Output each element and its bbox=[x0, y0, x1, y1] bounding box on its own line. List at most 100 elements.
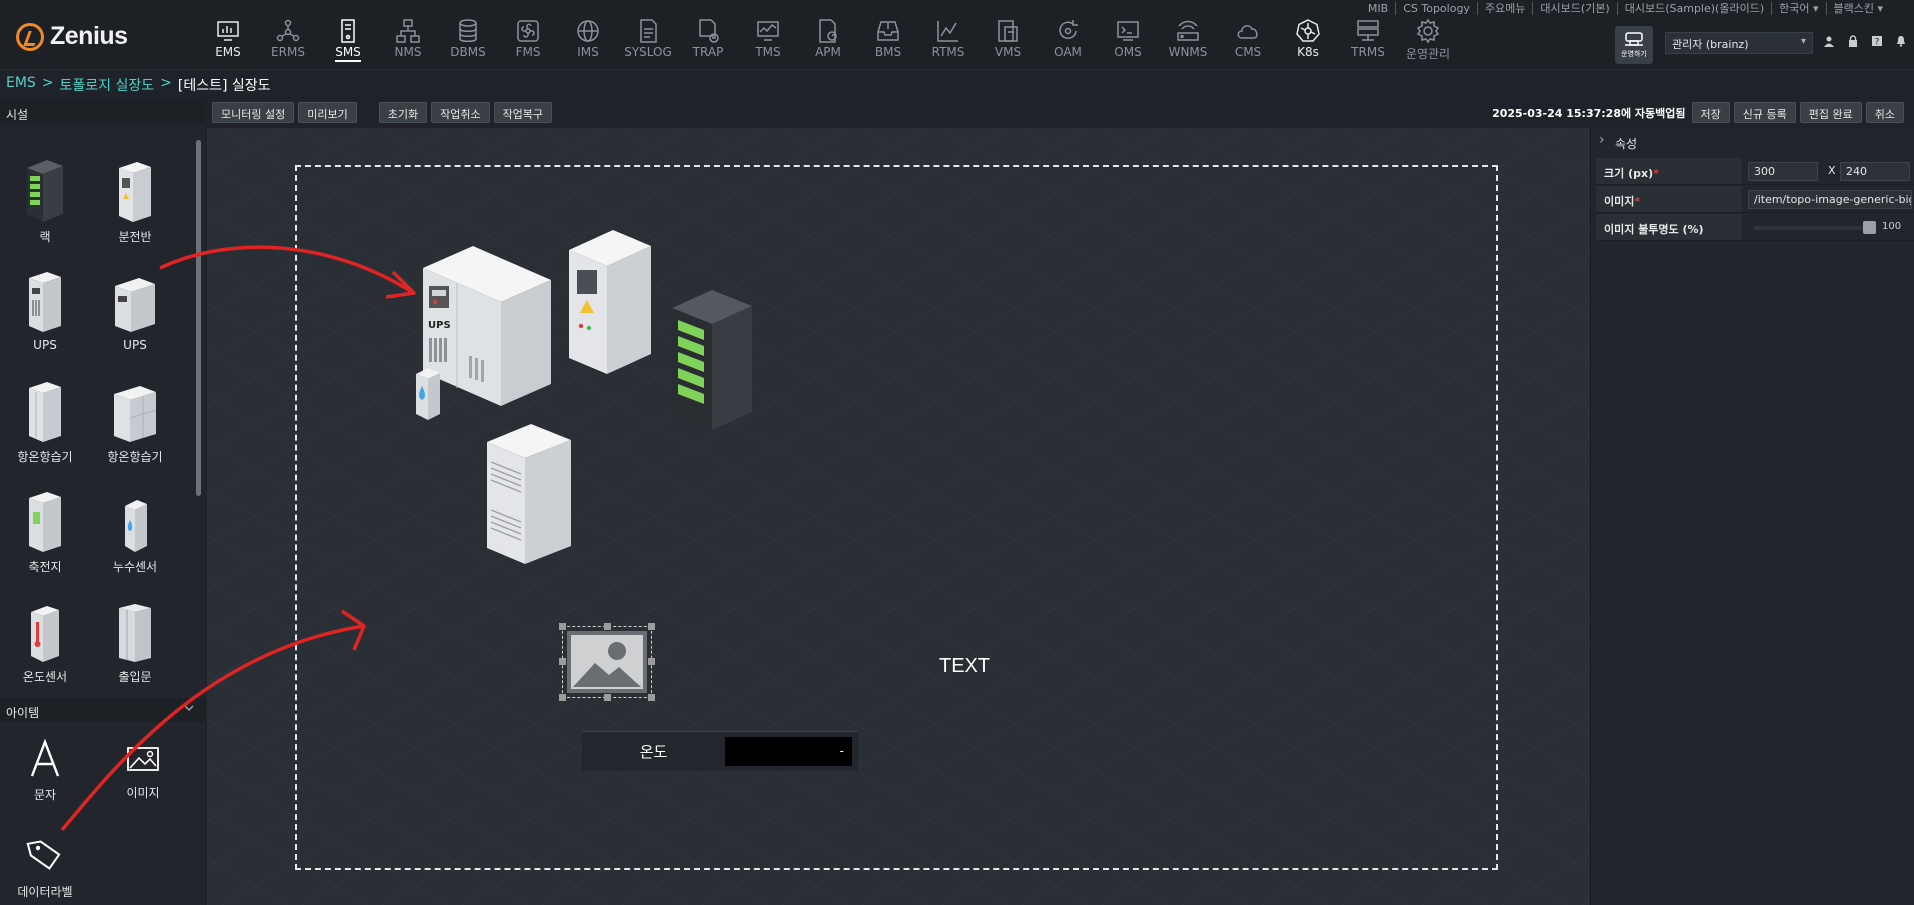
menu-item-erms[interactable]: ERMS bbox=[258, 18, 318, 64]
menu-item-ems[interactable]: EMS bbox=[198, 18, 258, 64]
size-height-input[interactable]: 240 bbox=[1840, 162, 1910, 181]
operate-button[interactable]: 운영하기 bbox=[1615, 26, 1653, 64]
resize-handle[interactable] bbox=[648, 658, 655, 665]
menu-item-운영관리[interactable]: 운영관리 bbox=[1398, 18, 1458, 64]
svg-text:?: ? bbox=[1875, 38, 1880, 48]
menu-item-wnms[interactable]: WNMS bbox=[1158, 18, 1218, 64]
cancel-button[interactable]: 취소 bbox=[1865, 102, 1904, 123]
menu-item-apm[interactable]: APM bbox=[798, 18, 858, 64]
reset-button[interactable]: 초기화 bbox=[378, 102, 428, 123]
preview-button[interactable]: 미리보기 bbox=[298, 102, 357, 123]
canvas-leak-sensor[interactable] bbox=[414, 366, 444, 422]
menu-item-trms[interactable]: TRMS bbox=[1338, 18, 1398, 64]
top-link[interactable]: 한국어 ▾ bbox=[1771, 2, 1825, 15]
menu-item-nms[interactable]: NMS bbox=[378, 18, 438, 64]
lock-icon[interactable] bbox=[1846, 34, 1860, 48]
user-icon[interactable] bbox=[1822, 34, 1836, 48]
topology-canvas[interactable]: UPS bbox=[207, 128, 1590, 905]
facility-item-leak-sensor[interactable]: 누수센서 bbox=[90, 474, 180, 575]
item-text[interactable]: 문자 bbox=[0, 738, 90, 803]
facility-item-rack[interactable]: 랙 bbox=[0, 144, 90, 245]
top-link[interactable]: MIB bbox=[1367, 2, 1389, 15]
new-register-button[interactable]: 신규 등록 bbox=[1733, 102, 1796, 123]
redo-button[interactable]: 작업복구 bbox=[493, 102, 553, 123]
top-link[interactable]: 주요메뉴 bbox=[1476, 2, 1532, 15]
facility-item-temperature-sensor[interactable]: 온도센서 bbox=[0, 584, 90, 685]
save-button[interactable]: 저장 bbox=[1691, 102, 1730, 123]
notification-icon[interactable] bbox=[1894, 34, 1908, 48]
menu-item-label: FMS bbox=[515, 45, 541, 59]
facility-scrollbar[interactable] bbox=[196, 140, 201, 496]
canvas-distribution-panel[interactable] bbox=[567, 226, 655, 376]
canvas-text-item[interactable]: TEXT bbox=[939, 655, 991, 677]
top-link[interactable]: 블랙스킨 ▾ bbox=[1825, 2, 1891, 15]
menu-item-dbms[interactable]: DBMS bbox=[438, 18, 498, 64]
menu-item-syslog[interactable]: SYSLOG bbox=[618, 18, 678, 64]
facility-item-distribution-panel[interactable]: 분전반 bbox=[90, 144, 180, 245]
top-link[interactable]: CS Topology bbox=[1395, 2, 1477, 15]
menu-item-vms[interactable]: VMS bbox=[978, 18, 1038, 64]
breadcrumb-root[interactable]: EMS bbox=[6, 75, 36, 91]
facility-item-crac-wide[interactable]: 항온항습기 bbox=[90, 364, 180, 465]
opacity-slider[interactable] bbox=[1754, 226, 1872, 230]
facility-item-crac[interactable]: 항온항습기 bbox=[0, 364, 90, 465]
resize-handle[interactable] bbox=[604, 694, 611, 701]
facility-item-label: 온도센서 bbox=[22, 670, 68, 684]
menu-item-rtms[interactable]: RTMS bbox=[918, 18, 978, 64]
canvas-ups-device[interactable]: UPS bbox=[421, 238, 561, 408]
property-panel-title[interactable]: 속성 bbox=[1591, 128, 1914, 156]
top-link[interactable]: 대시보드(Sample)(올라이드) bbox=[1616, 2, 1771, 15]
image-icon bbox=[127, 747, 159, 771]
help-icon[interactable]: ? bbox=[1870, 34, 1884, 48]
rack-icon bbox=[27, 160, 63, 222]
breadcrumb-mid[interactable]: 토폴로지 실장도 bbox=[59, 78, 155, 94]
resize-handle[interactable] bbox=[559, 658, 566, 665]
menu-item-label: CMS bbox=[1234, 45, 1262, 59]
size-width-input[interactable]: 300 bbox=[1748, 162, 1818, 181]
undo-button[interactable]: 작업취소 bbox=[431, 102, 490, 123]
layout-draw-area[interactable] bbox=[295, 165, 1498, 870]
menu-item-label: EMS bbox=[215, 45, 241, 59]
header-icons: ? bbox=[1822, 34, 1908, 48]
item-data-label[interactable]: 데이터라벨 bbox=[0, 835, 90, 900]
menu-item-label: SMS bbox=[335, 45, 361, 62]
facility-item-ups-small[interactable]: UPS bbox=[90, 254, 180, 352]
user-select[interactable]: 관리자 (brainz) bbox=[1665, 32, 1813, 54]
menu-item-label: WNMS bbox=[1168, 45, 1208, 59]
menu-item-cms[interactable]: CMS bbox=[1218, 18, 1278, 64]
item-image[interactable]: 이미지 bbox=[98, 740, 188, 801]
resize-handle[interactable] bbox=[648, 623, 655, 630]
canvas-image-item[interactable] bbox=[559, 623, 655, 701]
temperature-sensor-icon bbox=[31, 606, 59, 662]
menu-item-ims[interactable]: IMS bbox=[558, 18, 618, 64]
menu-item-k8s[interactable]: K8s bbox=[1278, 18, 1338, 64]
menu-item-trap[interactable]: TRAP bbox=[678, 18, 738, 64]
menu-item-oms[interactable]: OMS bbox=[1098, 18, 1158, 64]
resize-handle[interactable] bbox=[559, 623, 566, 630]
app-name: Zenius bbox=[50, 22, 128, 50]
app-logo[interactable]: Zenius bbox=[16, 22, 128, 51]
items-panel-header[interactable]: 아이템 bbox=[0, 698, 205, 722]
menu-item-sms[interactable]: SMS bbox=[318, 18, 378, 64]
monitoring-settings-button[interactable]: 모니터링 설정 bbox=[212, 102, 295, 123]
menu-item-bms[interactable]: BMS bbox=[858, 18, 918, 64]
image-path-input[interactable]: /item/topo-image-generic-big.png bbox=[1748, 190, 1912, 209]
facility-item-battery[interactable]: 축전지 bbox=[0, 474, 90, 575]
menu-item-oam[interactable]: OAM bbox=[1038, 18, 1098, 64]
resize-handle[interactable] bbox=[604, 623, 611, 630]
edit-done-button[interactable]: 편집 완료 bbox=[1799, 102, 1862, 123]
menu-item-fms[interactable]: FMS bbox=[498, 18, 558, 64]
resize-handle[interactable] bbox=[559, 694, 566, 701]
opacity-label: 이미지 불투명도 (%) bbox=[1604, 223, 1704, 236]
resize-handle[interactable] bbox=[648, 694, 655, 701]
opacity-slider-thumb[interactable] bbox=[1863, 221, 1876, 234]
canvas-data-label[interactable]: 온도 - bbox=[582, 731, 858, 771]
facility-item-door[interactable]: 출입문 bbox=[90, 584, 180, 685]
top-link[interactable]: 대시보드(기본) bbox=[1532, 2, 1616, 15]
canvas-crac-unit[interactable] bbox=[485, 420, 573, 566]
menu-item-tms[interactable]: TMS bbox=[738, 18, 798, 64]
text-icon bbox=[30, 738, 60, 777]
chevron-down-icon[interactable] bbox=[183, 702, 195, 716]
canvas-rack[interactable] bbox=[670, 286, 754, 432]
facility-item-ups[interactable]: UPS bbox=[0, 254, 90, 352]
